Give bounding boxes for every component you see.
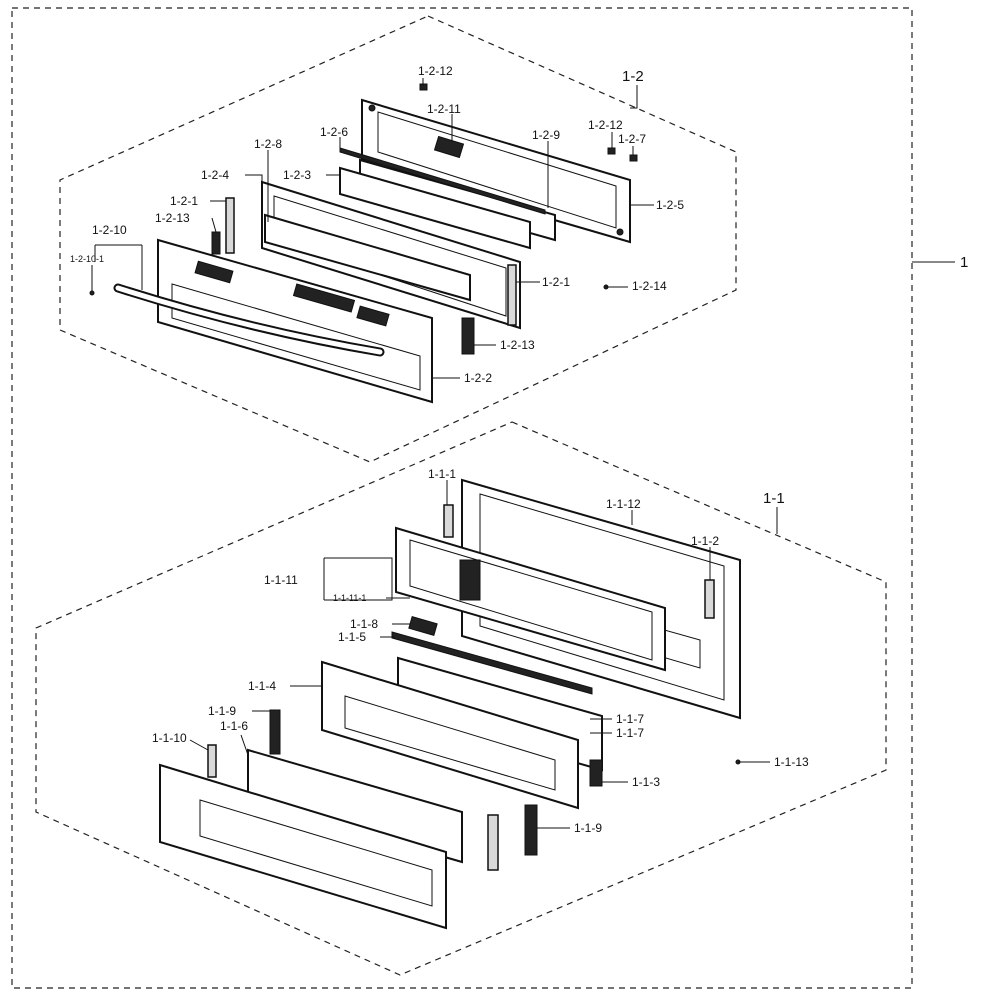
callout-1-2-11: 1-2-11	[427, 102, 461, 116]
part-1-1-2-bracket	[704, 579, 715, 619]
callout-1-1-2: 1-1-2	[691, 534, 719, 548]
part-1-1-9-hinge-right	[524, 804, 538, 856]
callout-1-1-9-right: 1-1-9	[574, 821, 602, 835]
callout-1-2-12-right: 1-2-12	[588, 118, 623, 132]
callout-1-2-5: 1-2-5	[656, 198, 684, 212]
callout-1-1-9-left: 1-1-9	[208, 704, 236, 718]
part-1-2-6-seal	[339, 147, 546, 215]
part-1-2-1-hinge-right	[507, 264, 517, 326]
upper-leader-lines	[91, 78, 654, 379]
callout-1-2-10: 1-2-10	[92, 223, 127, 237]
callout-1-1-11: 1-1-11	[264, 573, 298, 587]
upper-assembly-label: 1-2	[622, 68, 644, 85]
part-1-2-1-hinge-left	[225, 197, 235, 254]
part-1-2-2-front-door	[157, 238, 433, 404]
callout-1-1-10: 1-1-10	[152, 731, 187, 745]
callout-1-2-4: 1-2-4	[201, 168, 229, 182]
callout-1-2-13-right: 1-2-13	[500, 338, 535, 352]
callout-1-1-12: 1-1-12	[606, 497, 641, 511]
callout-1-1-3: 1-1-3	[632, 775, 660, 789]
part-1-1-3-hinge	[589, 759, 603, 787]
lower-assembly-label: 1-1	[763, 490, 785, 507]
part-1-2-10-handle-highlight	[115, 285, 383, 355]
assembly-1-2-boundary	[59, 15, 737, 463]
callout-1-2-6: 1-2-6	[320, 125, 348, 139]
callout-1-2-2: 1-2-2	[464, 371, 492, 385]
callout-1-2-1-right: 1-2-1	[542, 275, 570, 289]
assembly-1-boundary	[11, 7, 913, 989]
part-1-1-1-bracket	[443, 504, 454, 538]
part-1-2-7-screw	[629, 154, 638, 162]
callout-1-2-8: 1-2-8	[254, 137, 282, 151]
part-bracket-center	[487, 814, 499, 871]
callout-1-2-3: 1-2-3	[283, 168, 311, 182]
part-1-1-6-insulation	[247, 748, 463, 864]
callout-1-2-7: 1-2-7	[618, 132, 646, 146]
callout-1-1-7-b: 1-1-7	[616, 726, 644, 740]
part-1-1-11-middle-frame	[395, 526, 666, 672]
part-1-1-4-inner-frame	[321, 660, 579, 810]
part-1-2-13-hinge-block-right	[461, 317, 475, 355]
callout-1-1-7-a: 1-1-7	[616, 712, 644, 726]
callout-1-1-1: 1-1-1	[428, 467, 456, 481]
lower-leader-lines	[189, 480, 778, 829]
callout-1-1-5: 1-1-5	[338, 630, 366, 644]
callout-1-2-12-top: 1-2-12	[418, 64, 453, 78]
callout-1-2-9: 1-2-9	[532, 128, 560, 142]
callout-1-1-8: 1-1-8	[350, 617, 378, 631]
part-1-1-8-bracket	[408, 616, 438, 636]
callout-1-1-11-1: 1-1-11-1	[333, 593, 366, 603]
part-1-1-10-front-door	[159, 763, 447, 930]
part-1-1-10-bracket	[207, 744, 217, 778]
part-1-2-12-screw-right	[607, 147, 616, 155]
assembly-1-label: 1	[960, 254, 968, 271]
part-1-2-5-rear-frame	[361, 98, 631, 244]
callout-1-2-10-1: 1-2-10-1	[70, 254, 104, 264]
callout-1-1-4: 1-1-4	[248, 679, 276, 693]
part-1-1-5-seal	[391, 631, 593, 695]
part-1-2-3-panel	[339, 166, 531, 250]
part-1-1-9-hinge-left	[269, 709, 281, 755]
callout-1-2-13-left: 1-2-13	[155, 211, 190, 225]
callout-1-1-6: 1-1-6	[220, 719, 248, 733]
callout-1-2-1-left: 1-2-1	[170, 194, 198, 208]
part-1-2-8-insulation	[264, 213, 471, 302]
part-1-2-13-hinge-block-left	[211, 231, 221, 255]
assembly-1-1-boundary	[35, 421, 887, 976]
callout-1-2-14: 1-2-14	[632, 279, 667, 293]
callout-1-1-13: 1-1-13	[774, 755, 809, 769]
